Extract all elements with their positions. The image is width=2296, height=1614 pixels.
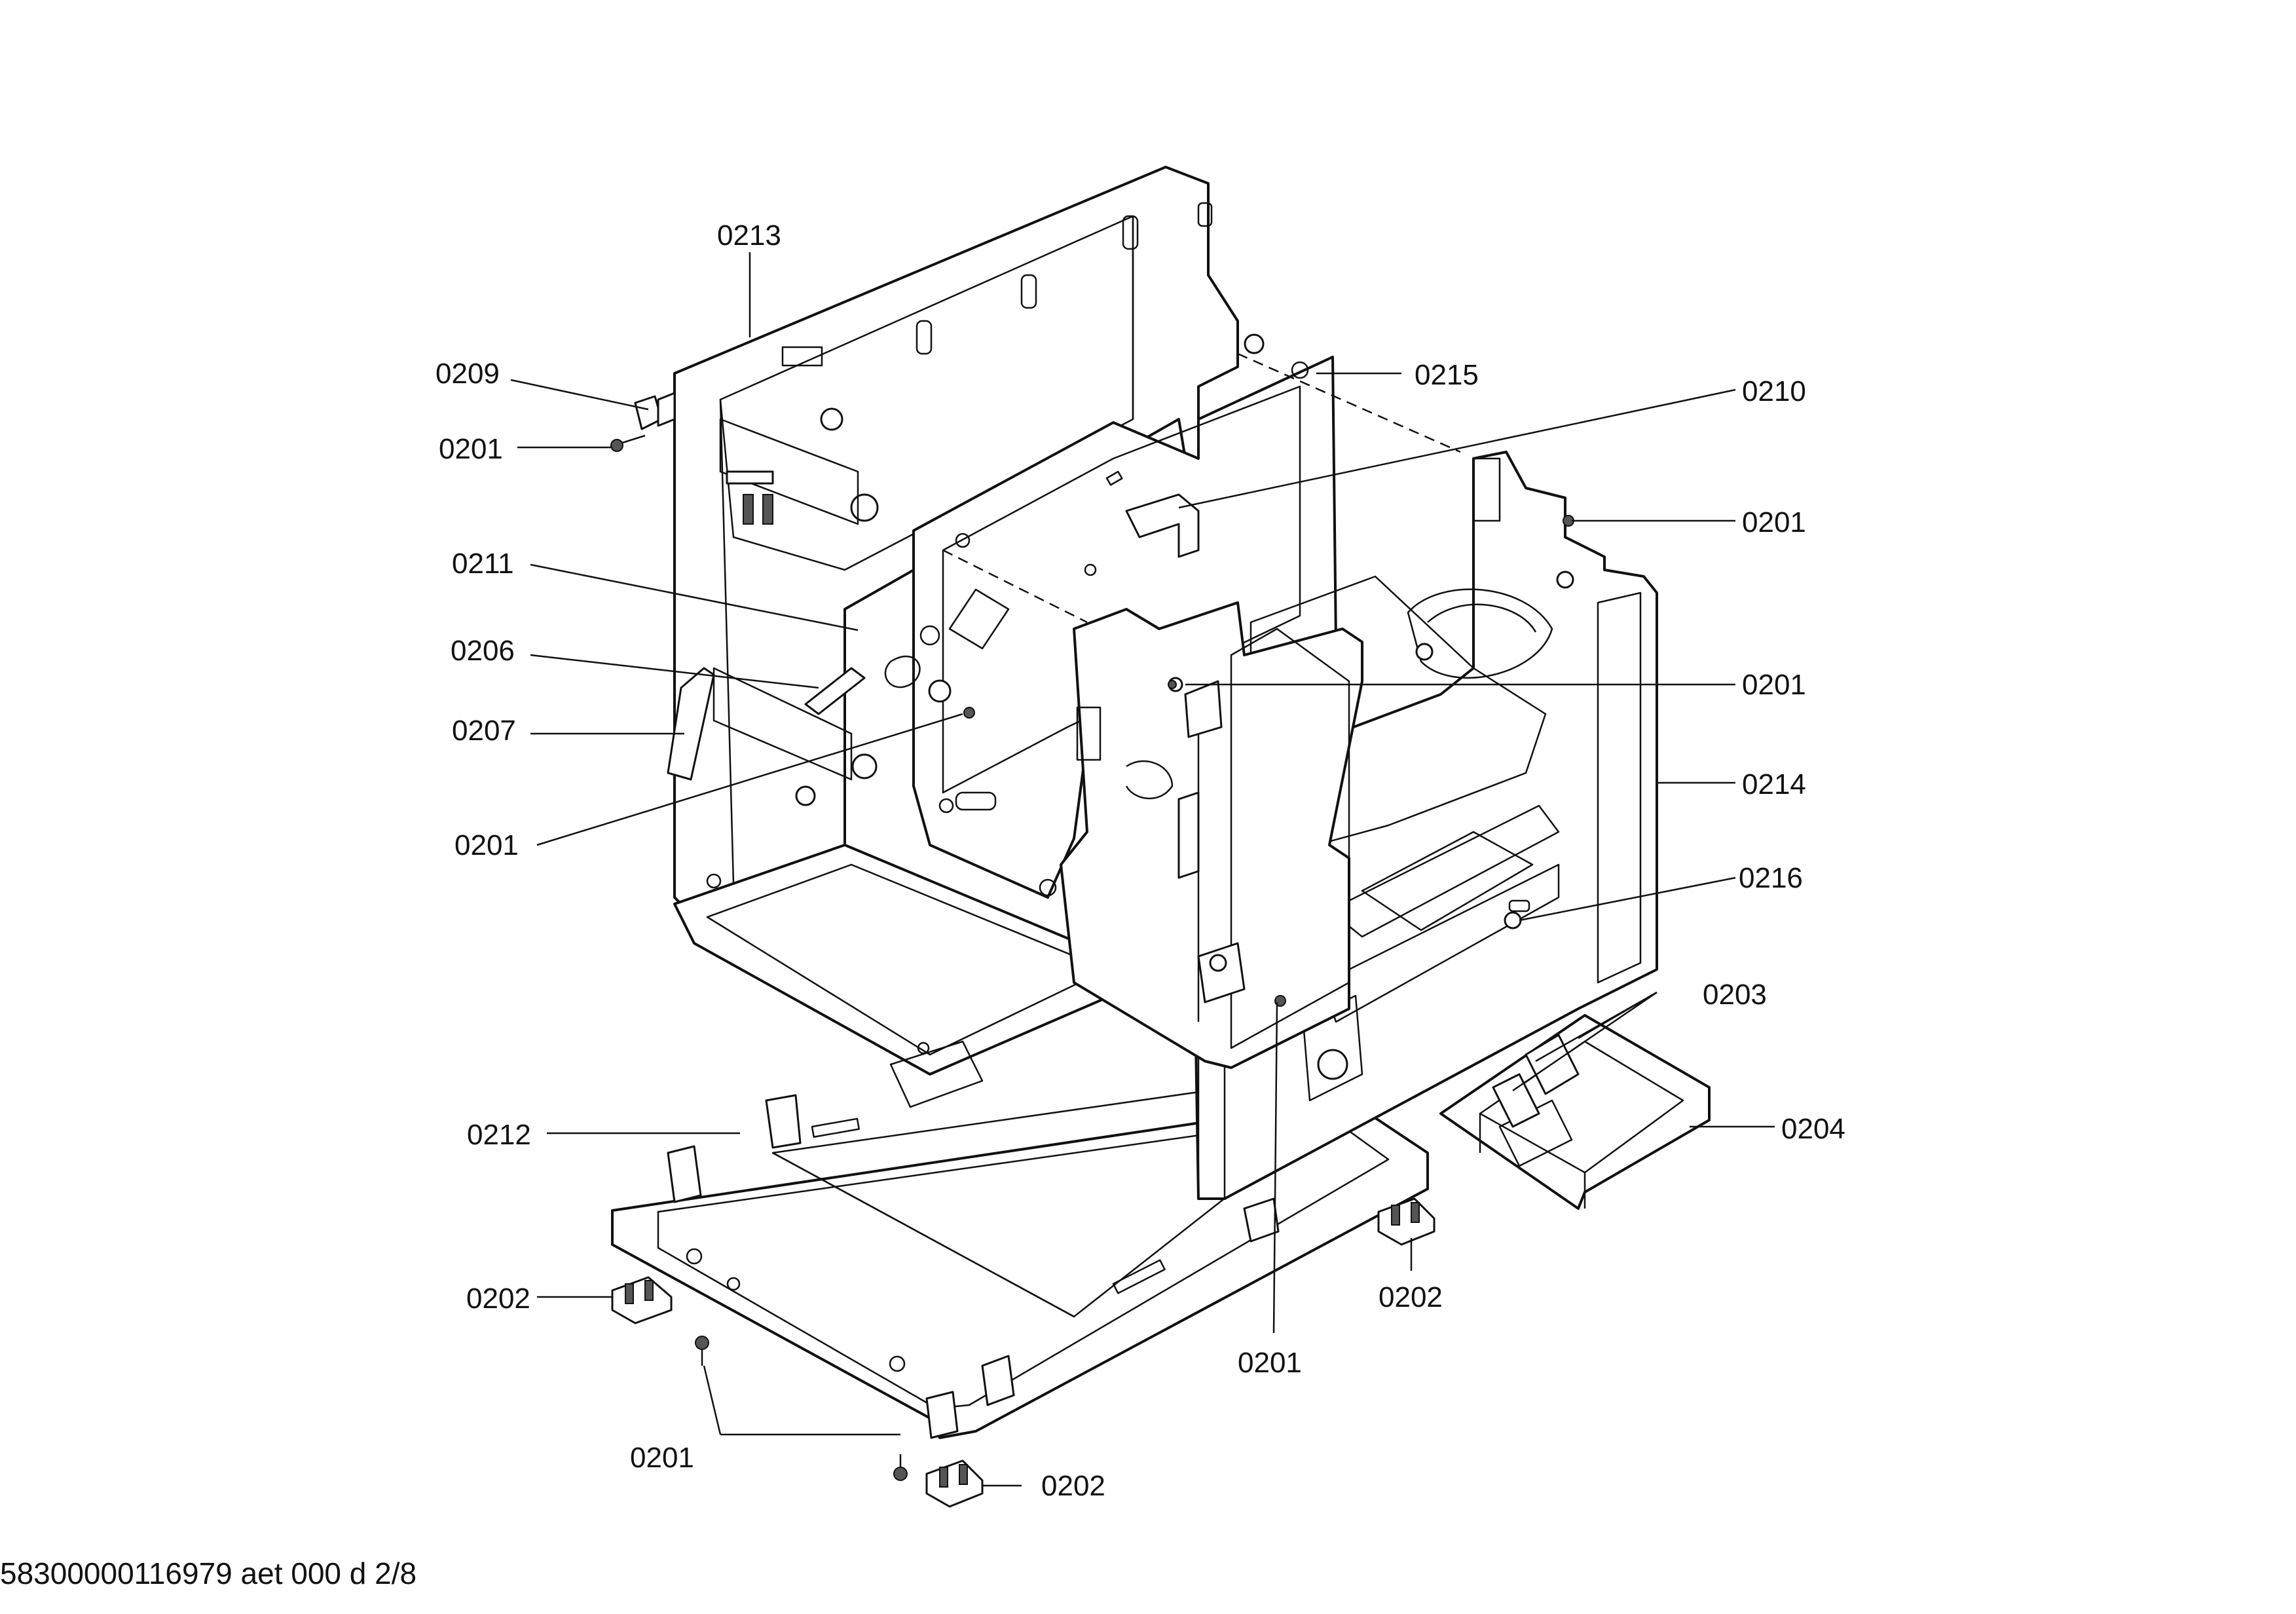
- part-label-0211: 0211: [452, 548, 514, 580]
- small-parts: [610, 392, 1574, 1007]
- document-code: 58300000116979 aet 000 d 2/8: [0, 1556, 417, 1590]
- part-label-0201: 0201: [1742, 669, 1806, 701]
- part-label-0209: 0209: [435, 358, 500, 390]
- part-label-0212: 0212: [467, 1119, 531, 1151]
- part-label-0216: 0216: [1739, 862, 1803, 894]
- part-label-0213: 0213: [717, 219, 781, 252]
- part-label-0214: 0214: [1742, 768, 1806, 800]
- part-label-0202: 0202: [1379, 1281, 1443, 1313]
- part-label-0202: 0202: [1041, 1470, 1105, 1502]
- drip-tray-part: [1439, 1014, 1711, 1210]
- side-panel-part: [1060, 601, 1363, 1069]
- part-label-0207: 0207: [452, 715, 516, 747]
- part-label-0215: 0215: [1415, 359, 1479, 391]
- screw-part: [695, 1336, 709, 1366]
- assembly-line: [1237, 352, 1461, 453]
- leader-lines: [510, 252, 1775, 1487]
- foot-part: [925, 1459, 984, 1508]
- part-label-0202: 0202: [466, 1283, 530, 1315]
- foot-part: [611, 1276, 673, 1324]
- foot-part: [1377, 1197, 1435, 1246]
- part-label-0201: 0201: [1238, 1347, 1302, 1379]
- lower-tray-part: [673, 844, 1128, 1108]
- part-label-0204: 0204: [1781, 1113, 1845, 1145]
- part-label-0210: 0210: [1742, 375, 1806, 407]
- part-label-0201: 0201: [439, 433, 503, 465]
- part-label-0201: 0201: [1742, 506, 1806, 538]
- part-label-0206: 0206: [451, 635, 515, 667]
- assembly-line: [942, 549, 1088, 624]
- screw-part: [893, 1454, 908, 1481]
- part-label-0201: 0201: [630, 1442, 694, 1474]
- part-label-0203: 0203: [1703, 979, 1767, 1011]
- part-label-0201: 0201: [454, 829, 519, 861]
